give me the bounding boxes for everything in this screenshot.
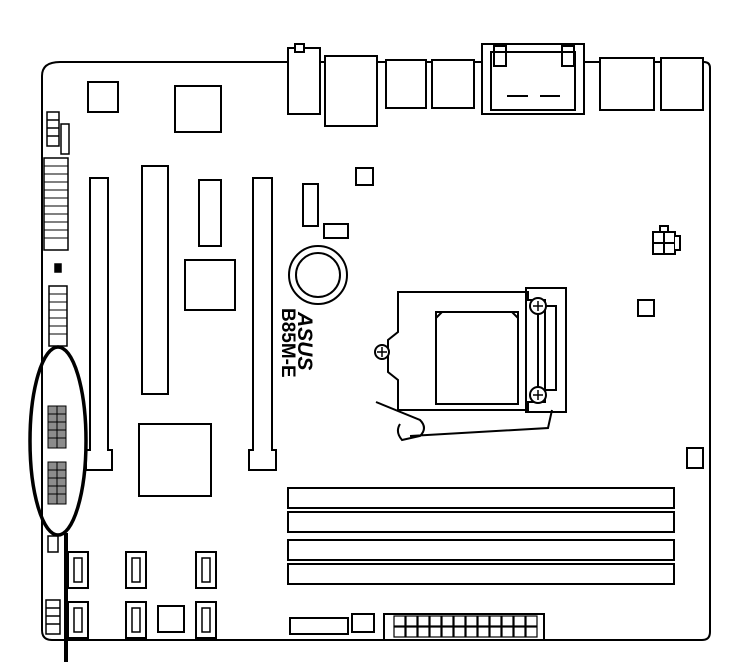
- cpu-lever-bracket: [525, 287, 567, 413]
- audio-port-2: [431, 59, 475, 109]
- audio-port-1: [385, 59, 427, 109]
- header-top-left-b: [60, 123, 70, 155]
- cpu-socket-inner-marks: [435, 311, 519, 319]
- vertical-chip: [198, 179, 222, 247]
- sata-port-2: [125, 551, 147, 589]
- lpt-header: [48, 285, 68, 347]
- dimm-slot-a2: [287, 511, 675, 533]
- lan-port: [660, 57, 704, 111]
- fan-header-right: [686, 447, 704, 469]
- screw-crosses: [377, 301, 543, 400]
- rear-io-panel: [287, 43, 704, 127]
- sata-port-6: [195, 601, 217, 639]
- small-header-bottom: [351, 613, 375, 633]
- header-top-left: [46, 111, 60, 147]
- sata-port-3: [195, 551, 217, 589]
- header-pin-lines: [44, 165, 68, 335]
- callout-ellipse: [28, 345, 88, 537]
- small-square-bottom: [157, 605, 185, 633]
- small-chip-1: [87, 81, 119, 113]
- header-2pin: [302, 183, 319, 227]
- pch-chipset: [138, 423, 212, 497]
- small-pin: [54, 263, 62, 273]
- usb3-header: [289, 617, 349, 635]
- usb-port-stack-1: [324, 55, 378, 127]
- dimm-slots: [287, 487, 675, 585]
- pcie-x1-slot: [141, 165, 169, 395]
- io-controller-chip: [174, 85, 222, 133]
- dimm-slot-b2: [287, 563, 675, 585]
- dimm-slot-a1: [287, 487, 675, 509]
- expansion-slots: [85, 165, 277, 471]
- components-top: [87, 81, 704, 497]
- ps2-port: [287, 47, 321, 115]
- small-chip-2: [355, 167, 374, 186]
- cpu-socket-screws: [374, 297, 547, 404]
- small-chip-right: [637, 299, 655, 317]
- sata-inner-lines: [73, 557, 211, 633]
- com-header: [43, 157, 69, 251]
- vga-port-ears: [493, 45, 575, 67]
- left-edge-headers: [43, 111, 70, 347]
- cpu-socket-die: [435, 311, 519, 405]
- pcie-x16-slot-1: [85, 177, 113, 471]
- board-model-label: B85M-E: [277, 308, 298, 378]
- cmos-battery: [288, 245, 348, 305]
- ps2-port-tab: [294, 43, 305, 53]
- cpu-socket-frame: [387, 291, 546, 411]
- small-connector: [323, 223, 349, 239]
- dimm-slot-b1: [287, 539, 675, 561]
- dvi-port: [599, 57, 655, 111]
- pcie-x16-slot-2: [248, 177, 277, 471]
- cpu-socket: [375, 287, 567, 442]
- usb-header-bottom: [45, 599, 61, 635]
- sata-connectors: [67, 551, 217, 639]
- atx-24pin-cells: [393, 615, 538, 638]
- board-outline: [41, 61, 711, 641]
- highlighted-headers: [47, 405, 67, 505]
- asus-logo: ASUS: [293, 311, 316, 370]
- chip-mid: [184, 259, 236, 311]
- cpu-retention-arm: [375, 401, 553, 442]
- cpu-lever-inner: [537, 305, 557, 391]
- bottom-left-headers: [45, 535, 61, 635]
- header-small: [47, 535, 59, 553]
- atx12v-connector: [652, 225, 681, 255]
- sata-port-5: [125, 601, 147, 639]
